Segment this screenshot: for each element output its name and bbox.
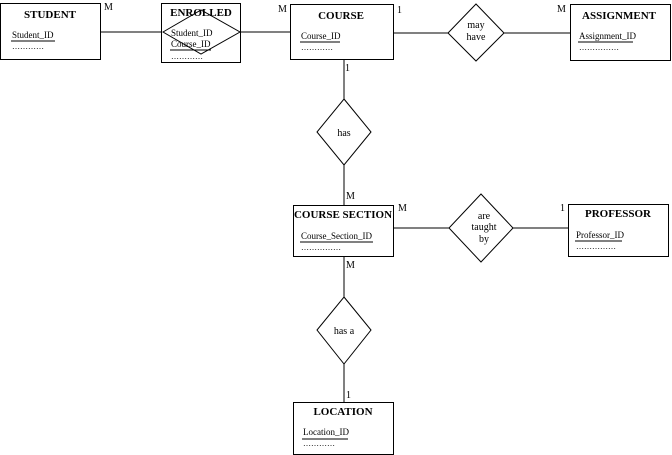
- relationship-has-diamond: [316, 98, 372, 166]
- cardinality-course-has: 1: [345, 63, 350, 74]
- enrolled-attr-student-id: Student_ID: [171, 28, 213, 38]
- relationship-has-label: has: [337, 128, 350, 139]
- student-attr-more: …………: [12, 42, 44, 51]
- cardinality-may-have-assignment: M: [557, 4, 566, 15]
- relationship-has-a-label: has a: [334, 326, 355, 337]
- enrolled-attr-more: …………: [171, 52, 203, 61]
- relationship-are-taught-by-label-3: by: [479, 234, 489, 245]
- relationship-are-taught-by-label-1: are: [478, 211, 491, 222]
- location-attr-more: …………: [303, 439, 335, 448]
- entity-course-box: [290, 4, 394, 60]
- relationship-may-have-label-1: may: [467, 20, 484, 31]
- entity-enrolled-title: ENROLLED: [170, 7, 232, 19]
- entity-professor-box: [568, 204, 669, 257]
- course-section-attr-more: ……………: [301, 243, 341, 252]
- entity-course-section-box: [293, 205, 394, 257]
- relationship-are-taught-by-label-2: taught: [472, 222, 497, 233]
- student-attr-id: Student_ID: [12, 30, 54, 40]
- relationship-may-have-label-2: have: [467, 32, 486, 43]
- relationship-are-taught-by-diamond: [448, 193, 514, 263]
- assignment-attr-more: ……………: [579, 43, 619, 52]
- cardinality-enrolled-course: M: [278, 4, 287, 15]
- entity-location-title: LOCATION: [313, 406, 372, 418]
- entity-assignment-title: ASSIGNMENT: [582, 10, 657, 22]
- cardinality-has-section: M: [346, 191, 355, 202]
- entity-course-title: COURSE: [318, 10, 364, 22]
- relationship-has-a-diamond: [316, 296, 372, 365]
- entity-assignment-box: [570, 4, 671, 61]
- entity-student-box: [0, 3, 101, 60]
- entity-course-section-title: COURSE SECTION: [294, 209, 392, 221]
- cardinality-student-enrolled: M: [104, 2, 113, 13]
- cardinality-has-a-location: 1: [346, 390, 351, 401]
- cardinality-section-has-a: M: [346, 260, 355, 271]
- cardinality-course-may-have: 1: [397, 5, 402, 16]
- professor-attr-id: Professor_ID: [576, 230, 624, 240]
- enrolled-associative-diamond: [162, 9, 242, 55]
- assignment-attr-id: Assignment_ID: [579, 31, 636, 41]
- professor-attr-more: ……………: [576, 242, 616, 251]
- entity-enrolled-box: [161, 3, 241, 63]
- enrolled-attr-course-id: Course_ID: [171, 39, 211, 49]
- course-section-attr-id: Course_Section_ID: [301, 231, 372, 241]
- entity-student-title: STUDENT: [24, 9, 77, 21]
- cardinality-section-taught: M: [398, 203, 407, 214]
- entity-professor-title: PROFESSOR: [585, 208, 652, 220]
- location-attr-id: Location_ID: [303, 427, 349, 437]
- relationship-may-have-diamond: [447, 3, 505, 62]
- course-attr-id: Course_ID: [301, 31, 341, 41]
- course-attr-more: …………: [301, 43, 333, 52]
- cardinality-taught-professor: 1: [560, 203, 565, 214]
